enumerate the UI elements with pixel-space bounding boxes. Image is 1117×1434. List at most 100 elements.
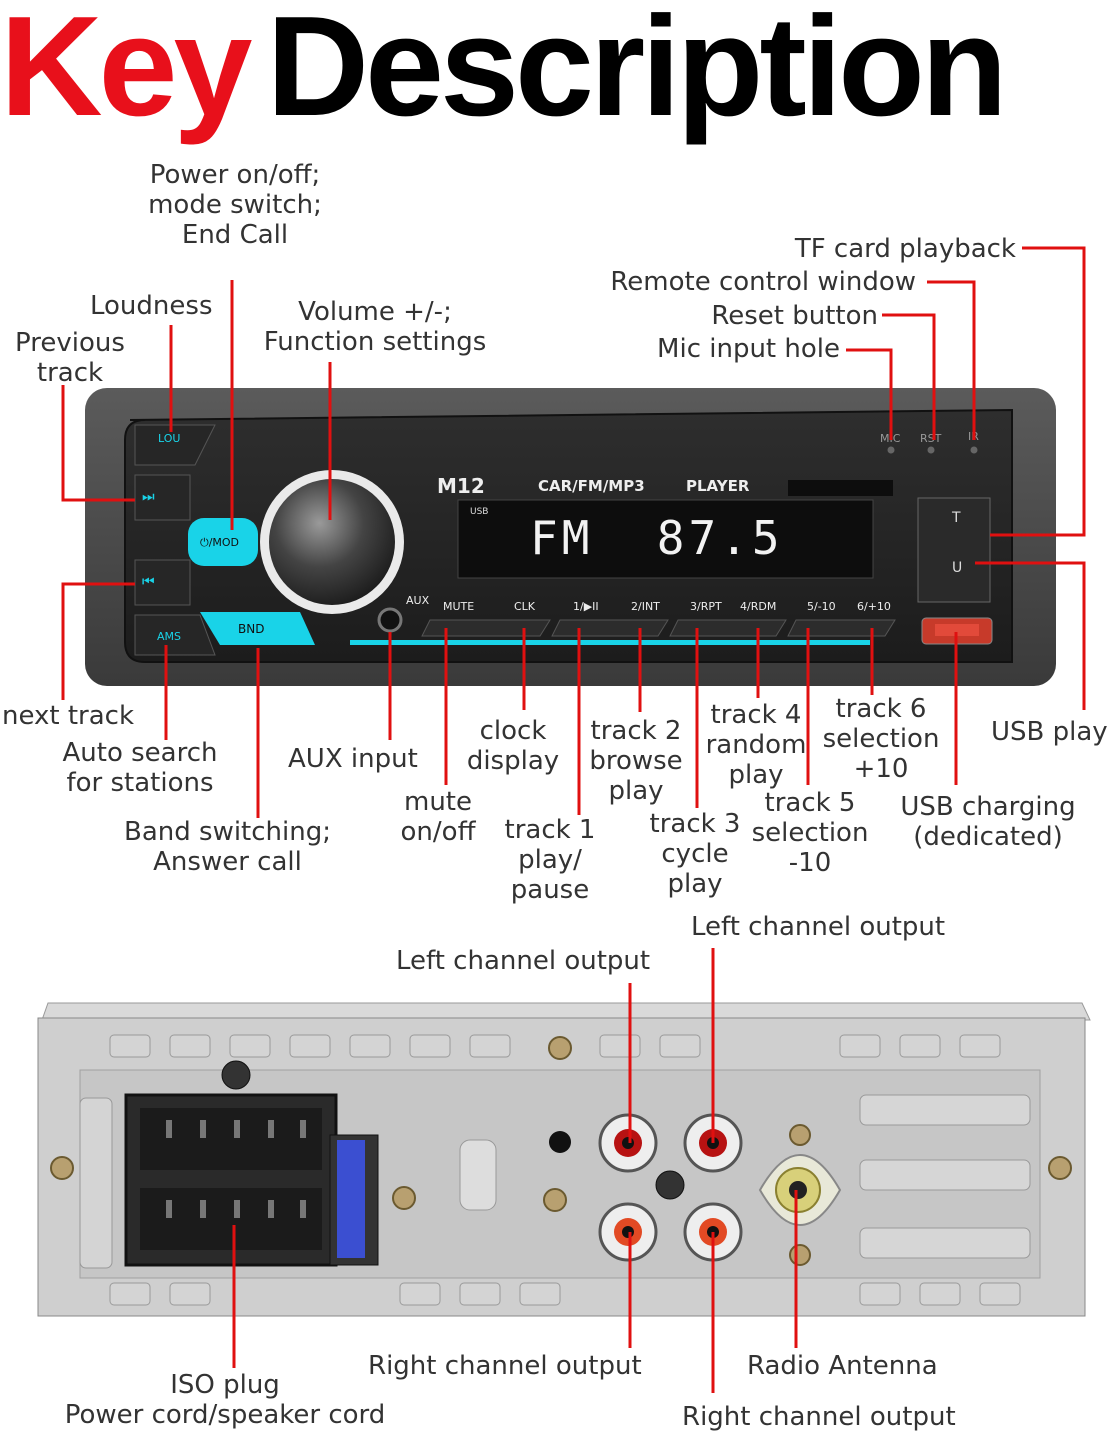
label-loudness: Loudness <box>90 291 213 321</box>
label-volume: Volume +/-; Function settings <box>255 297 495 357</box>
aux-jack <box>377 607 403 633</box>
prev-button-shape <box>134 559 191 606</box>
label-previous-line1: Previous <box>15 328 125 358</box>
model-name: M12 <box>437 474 485 498</box>
ams-button-shape <box>134 614 216 656</box>
label-track1: track 1 play/ pause <box>500 815 600 905</box>
label-tf: TF card playback <box>794 234 1016 264</box>
button-4: 4/RDM <box>740 600 777 613</box>
label-power-line1: Power on/off; <box>149 160 321 190</box>
label-iso-line1: ISO plug <box>170 1370 280 1400</box>
label-antenna: Radio Antenna <box>747 1351 938 1381</box>
label-track1-line2: play/ <box>518 845 582 875</box>
display-usb: USB <box>470 507 489 517</box>
label-mic: Mic input hole <box>657 334 840 364</box>
mod-button-shape <box>188 518 258 566</box>
mute-button: MUTE <box>443 600 475 613</box>
label-track3: track 3 cycle play <box>645 809 745 899</box>
label-track6-line2: selection <box>822 724 940 754</box>
panel-subtitle-2: PLAYER <box>686 477 750 495</box>
title-word-key: Key <box>0 0 252 146</box>
label-track3-line1: track 3 <box>649 809 741 839</box>
label-aux: AUX input <box>288 744 418 774</box>
next-track-button-icon: ⏭ <box>142 489 155 505</box>
label-left-out-1: Left channel output <box>396 946 651 976</box>
u-label: U <box>952 560 963 576</box>
label-track4: track 4 random play <box>700 700 812 790</box>
label-iso-line2: Power cord/speaker cord <box>64 1400 386 1430</box>
label-track6: track 6 selection +10 <box>815 694 947 784</box>
label-power: Power on/off; mode switch; End Call <box>120 160 350 250</box>
label-track3-line2: cycle <box>661 839 729 869</box>
label-track6-line3: +10 <box>853 754 909 784</box>
label-band: Band switching; Answer call <box>110 817 345 877</box>
label-mute: mute on/off <box>393 787 483 847</box>
display-screen <box>457 499 874 579</box>
ams-button: AMS <box>157 630 181 643</box>
label-right-out-1: Right channel output <box>368 1351 642 1381</box>
bnd-button-shape <box>200 612 315 645</box>
label-remote: Remote control window <box>610 267 916 297</box>
aux-label: AUX <box>406 594 430 607</box>
label-track5: track 5 selection -10 <box>745 788 875 878</box>
label-track5-line1: track 5 <box>764 788 856 818</box>
label-track6-line1: track 6 <box>835 694 927 724</box>
label-reset: Reset button <box>711 301 878 331</box>
label-clock-line1: clock <box>479 716 547 746</box>
button-1: 1/▶II <box>573 600 599 613</box>
label-iso: ISO plug Power cord/speaker cord <box>40 1370 410 1430</box>
accent-strip <box>350 640 870 645</box>
lou-button: LOU <box>158 432 181 445</box>
label-track2-line2: browse <box>589 746 683 776</box>
tf-slot <box>917 497 991 603</box>
label-band-line1: Band switching; <box>124 817 331 847</box>
label-previous-line2: track <box>36 358 104 388</box>
t-label: T <box>952 510 961 526</box>
lou-button-shape <box>134 424 216 466</box>
label-track2: track 2 browse play <box>583 716 689 806</box>
label-track2-line1: track 2 <box>590 716 682 746</box>
label-usb-play: USB play <box>991 717 1108 747</box>
label-auto-line1: Auto search <box>62 738 218 768</box>
label-track4-line3: play <box>728 760 784 790</box>
label-volume-line2: Function settings <box>263 327 487 357</box>
title-word-description: Description <box>266 0 1008 146</box>
rst-label: RST <box>920 432 942 445</box>
mod-button: ⏻/MOD <box>200 536 240 549</box>
button-3: 3/RPT <box>690 600 722 613</box>
volume-knob <box>269 479 395 605</box>
label-mute-line1: mute <box>404 787 472 817</box>
label-clock: clock display <box>460 716 566 776</box>
next-button-shape <box>134 474 191 521</box>
label-auto-line2: for stations <box>66 768 214 798</box>
prev-track-button-icon: ⏮ <box>142 574 155 590</box>
label-track4-line1: track 4 <box>710 700 802 730</box>
label-track3-line3: play <box>667 869 723 899</box>
display-readout: FM 87.5 <box>530 511 784 565</box>
label-left-out-2: Left channel output <box>691 912 946 942</box>
label-right-out-2: Right channel output <box>682 1402 956 1432</box>
rca-jacks <box>598 1113 743 1262</box>
panel-subtitle: CAR/FM/MP3 <box>538 477 645 495</box>
label-band-line2: Answer call <box>153 847 302 877</box>
label-power-line3: End Call <box>181 220 289 250</box>
button-5: 5/-10 <box>807 600 836 613</box>
label-usb-charge-line1: USB charging <box>900 792 1076 822</box>
clk-button: CLK <box>514 600 536 613</box>
label-previous: Previous track <box>0 328 140 388</box>
label-mute-line2: on/off <box>400 817 476 847</box>
front-panel-illustration <box>85 388 1056 686</box>
label-track2-line3: play <box>608 776 664 806</box>
button-6: 6/+10 <box>857 600 891 613</box>
label-clock-line2: display <box>466 746 560 776</box>
label-track1-line3: pause <box>510 875 590 905</box>
label-usb-charge: USB charging (dedicated) <box>890 792 1086 852</box>
label-auto: Auto search for stations <box>50 738 230 798</box>
label-next: next track <box>2 701 135 731</box>
label-track5-line2: selection <box>751 818 869 848</box>
label-power-line2: mode switch; <box>148 190 322 220</box>
label-volume-line1: Volume +/-; <box>298 297 452 327</box>
